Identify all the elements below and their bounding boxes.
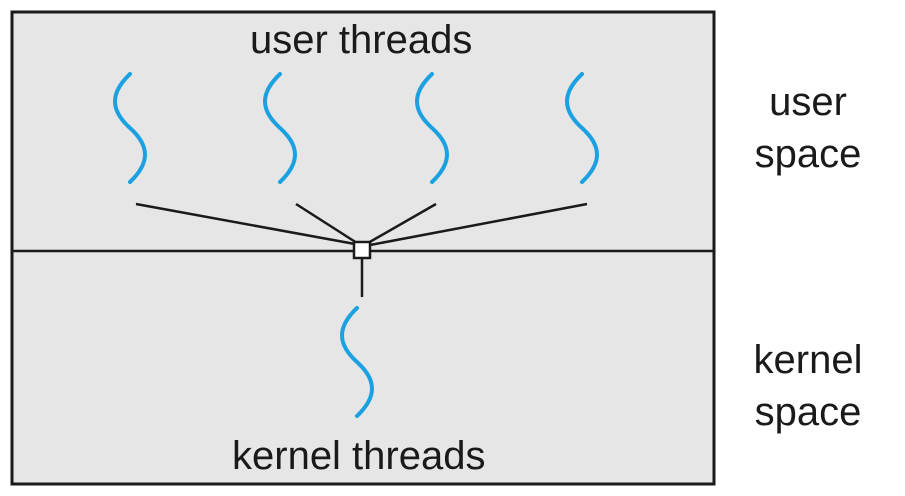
kernel-threads-label: kernel threads xyxy=(232,434,486,478)
connector-line-4 xyxy=(369,202,588,247)
user-space-label: user space xyxy=(738,76,878,180)
kernel-space-line2: space xyxy=(754,390,862,434)
user-space-line2: space xyxy=(754,132,862,176)
connector-line-1 xyxy=(135,202,356,246)
user-thread-2-wavy-thread-icon xyxy=(263,72,297,184)
user-space-region xyxy=(12,12,714,251)
square-node-icon xyxy=(352,240,372,260)
kernel-space-line1: kernel xyxy=(753,338,863,382)
kernel-space-label: kernel space xyxy=(738,334,878,438)
user-threads-label: user threads xyxy=(250,18,473,62)
connector-line-2 xyxy=(295,202,358,245)
outer-border xyxy=(10,10,716,486)
connector-line-3 xyxy=(367,202,437,245)
kernel-thread-wavy-thread-icon xyxy=(340,306,374,418)
user-thread-1-wavy-thread-icon xyxy=(113,72,147,184)
user-thread-3-wavy-thread-icon xyxy=(415,72,449,184)
user-space-line1: user xyxy=(769,80,847,124)
user-thread-4-wavy-thread-icon xyxy=(565,72,599,184)
